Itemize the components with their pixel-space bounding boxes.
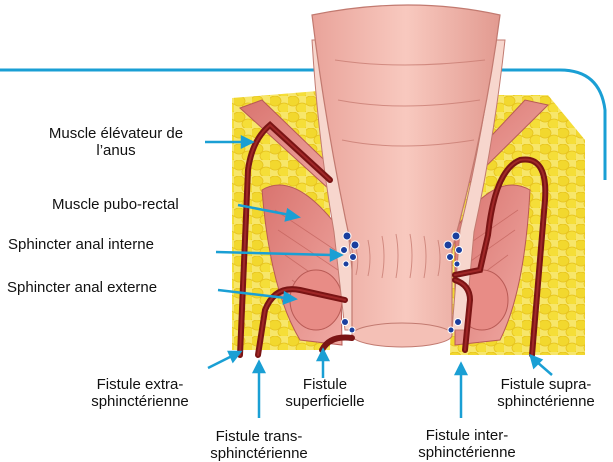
arrow-extrasphincteric — [208, 356, 232, 368]
label-intersphincteric-fistula: Fistule inter- sphinctérienne — [400, 427, 534, 461]
label-suprasphincteric-fistula: Fistule supra- sphinctérienne — [480, 376, 612, 410]
label-transsphincteric-fistula: Fistule trans- sphinctérienne — [193, 428, 325, 462]
label-external-sphincter: Sphincter anal externe — [7, 279, 157, 296]
label-levator-ani: Muscle élévateur de l’anus — [26, 125, 206, 159]
label-extrasphincteric-fistula: Fistule extra- sphinctérienne — [75, 376, 205, 410]
label-internal-sphincter: Sphincter anal interne — [8, 236, 154, 253]
anal-opening — [352, 323, 452, 347]
arrow-suprasphincteric — [537, 362, 552, 375]
label-puborectal: Muscle pubo-rectal — [52, 196, 179, 213]
label-superficial-fistula: Fistule superficielle — [285, 376, 365, 410]
